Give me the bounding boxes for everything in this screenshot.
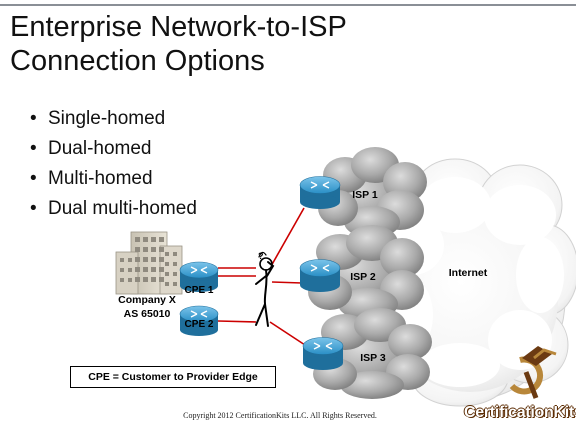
isp-3-label: ISP 3 bbox=[360, 352, 386, 364]
internet-label: Internet bbox=[449, 267, 488, 279]
cpe-1-router bbox=[179, 261, 219, 292]
bullet-item: Dual multi-homed bbox=[30, 194, 197, 224]
certificationkits-logo-icon bbox=[509, 346, 557, 399]
title-rule bbox=[0, 4, 576, 6]
company-building bbox=[115, 231, 183, 295]
copyright-footer: Copyright 2012 CertificationKits LLC. Al… bbox=[183, 411, 377, 420]
logo-text: CertificationKits bbox=[464, 404, 576, 421]
cpe-2-label: CPE 2 bbox=[185, 319, 214, 330]
link-to-isp1 bbox=[269, 207, 305, 269]
person-icon bbox=[255, 251, 275, 327]
link-cpe2-person bbox=[217, 320, 257, 323]
bullet-item: Single-homed bbox=[30, 104, 197, 134]
title-line-2: Connection Options bbox=[10, 45, 265, 77]
bullet-item: Dual-homed bbox=[30, 134, 197, 164]
question-mark: ? bbox=[258, 251, 264, 261]
title-line-1: Enterprise Network-to-ISP bbox=[10, 11, 347, 43]
slide-title: Enterprise Network-to-ISP Connection Opt… bbox=[10, 10, 550, 78]
link-to-isp2 bbox=[271, 281, 303, 284]
isp-3-router bbox=[302, 337, 344, 370]
bullet-item: Multi-homed bbox=[30, 164, 197, 194]
company-as-label: AS 65010 bbox=[124, 308, 171, 320]
link-to-isp3 bbox=[269, 321, 306, 346]
isp-2-router bbox=[299, 259, 341, 292]
isp-1-router bbox=[299, 176, 341, 209]
isp-2-label: ISP 2 bbox=[350, 271, 376, 283]
company-name-label: Company X bbox=[118, 294, 176, 306]
cpe-legend-box: CPE = Customer to Provider Edge bbox=[70, 366, 276, 388]
cpe-2-router bbox=[179, 305, 219, 336]
isp-1-label: ISP 1 bbox=[352, 189, 378, 201]
bullet-list: Single-homed Dual-homed Multi-homed Dual… bbox=[30, 104, 197, 224]
links bbox=[217, 207, 306, 346]
cpe-1-label: CPE 1 bbox=[185, 285, 214, 296]
